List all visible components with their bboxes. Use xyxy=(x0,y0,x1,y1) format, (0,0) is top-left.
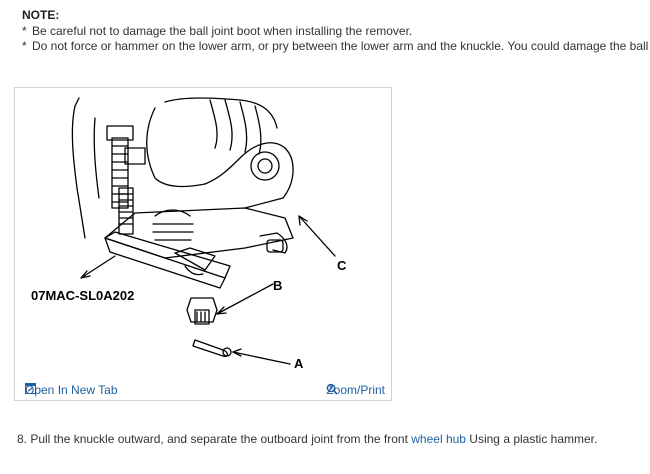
callout-a: A xyxy=(294,356,304,371)
tool-part-number: 07MAC-SL0A202 xyxy=(31,288,135,303)
note-text: Do not force or hammer on the lower arm,… xyxy=(32,39,650,53)
note-text: Be careful not to damage the ball joint … xyxy=(32,24,413,38)
open-in-new-tab-label: Open In New Tab xyxy=(25,383,118,397)
zoom-print-label: Zoom/Print xyxy=(326,383,385,397)
step-8-text: 8. Pull the knuckle outward, and separat… xyxy=(17,432,597,446)
zoom-print-link[interactable]: Zoom/Print xyxy=(326,383,385,397)
step-text-prefix: 8. Pull the knuckle outward, and separat… xyxy=(17,432,412,446)
ball-joint-remover-illustration xyxy=(71,97,336,365)
open-in-new-tab-link[interactable]: Open In New Tab xyxy=(25,383,118,397)
note-section: NOTE: * Be careful not to damage the ball… xyxy=(22,8,650,54)
figure-container: 07MAC-SL0A202 B C A Open In New Tab Zoom… xyxy=(14,87,392,401)
open-tab-icon xyxy=(25,383,36,394)
callout-b: B xyxy=(273,278,283,293)
note-bullet: * xyxy=(22,24,27,38)
step-text-suffix: Using a plastic hammer. xyxy=(465,432,598,446)
note-item: * Be careful not to damage the ball joint… xyxy=(22,24,642,39)
note-title: NOTE: xyxy=(22,8,60,22)
magnifier-icon xyxy=(327,383,338,395)
note-item: * Do not force or hammer on the lower arm… xyxy=(22,39,650,54)
wheel-hub-link[interactable]: wheel hub xyxy=(411,432,466,446)
note-bullet: * xyxy=(22,39,27,53)
callout-c: C xyxy=(337,258,347,273)
